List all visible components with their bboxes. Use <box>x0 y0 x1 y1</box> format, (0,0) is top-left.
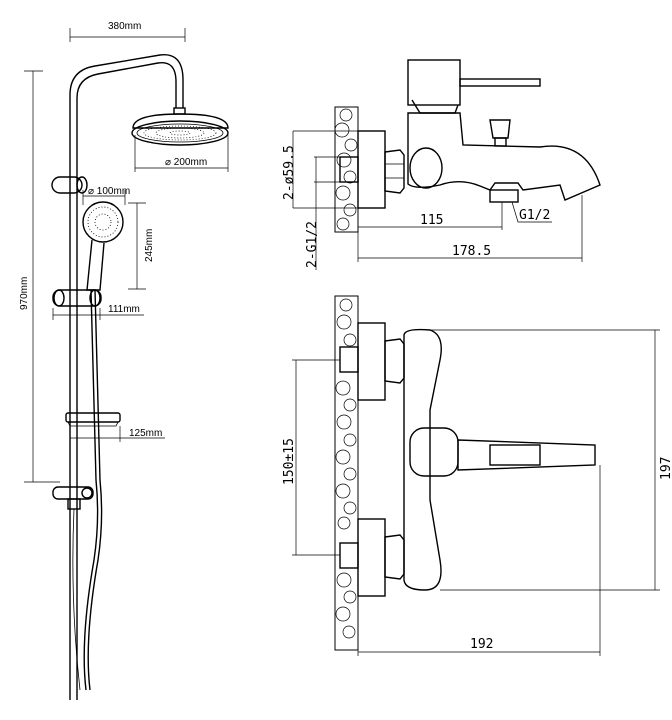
faucet-top-view: 150±15 197 192 <box>282 295 672 656</box>
hand-length-dimension: 245mm <box>128 202 155 290</box>
depth-dimension: 192 <box>357 465 601 656</box>
shower-hose <box>87 289 103 691</box>
inlet-label: 2-G1/2 <box>305 221 320 268</box>
flange-dimension: 2-ø59.5 <box>282 130 358 209</box>
diverter <box>52 486 94 510</box>
width-dimension: 380mm <box>69 21 186 42</box>
soap-dish-label: 125mm <box>129 428 162 439</box>
wall-section <box>334 295 359 651</box>
centers-label: 150±15 <box>282 438 297 485</box>
outlet-callout: G1/2 <box>511 201 552 223</box>
hand-shower <box>82 201 124 291</box>
hex-nut <box>384 149 405 194</box>
mixer-body <box>407 112 601 201</box>
shower-set-drawing: 380mm 970mm ⌀ 200mm <box>19 21 229 700</box>
inlet-dimension: 2-G1/2 <box>305 156 340 270</box>
rain-shower-head <box>131 113 229 146</box>
riser-pipe <box>69 54 184 700</box>
height-dimension-197: 197 <box>430 329 672 591</box>
centers-dimension: 150±15 <box>282 359 340 556</box>
upper-slider <box>51 176 88 194</box>
height-dimension: 970mm <box>19 70 60 483</box>
mixer-body-top <box>403 328 442 591</box>
faucet-side-view: 2-ø59.5 2-G1/2 115 178.5 G1/2 <box>282 59 601 270</box>
spout-length-dimension: 178.5 <box>358 195 583 262</box>
hand-length-label: 245mm <box>144 229 155 262</box>
outlet-distance-dimension: 115 <box>357 202 503 262</box>
depth-label: 192 <box>470 637 493 652</box>
width-label: 380mm <box>108 21 141 32</box>
hand-diameter-label: ⌀ 100mm <box>88 186 130 197</box>
flange-label: 2-ø59.5 <box>282 145 297 200</box>
slider-offset-label: 111mm <box>108 304 140 315</box>
spout-length-label: 178.5 <box>452 244 491 259</box>
handle-cap <box>409 427 459 477</box>
head-diameter-label: ⌀ 200mm <box>165 157 207 168</box>
hand-diameter-dimension: ⌀ 100mm <box>82 186 130 205</box>
diverter-knob <box>489 119 511 139</box>
mixer-handle <box>407 59 461 106</box>
soap-dish <box>65 412 121 427</box>
wall-section <box>334 106 359 233</box>
height-197-label: 197 <box>659 457 672 480</box>
outlet-distance-label: 115 <box>420 213 443 228</box>
head-diameter-dimension: ⌀ 200mm <box>134 135 229 172</box>
height-label: 970mm <box>19 277 30 310</box>
soap-dish-dimension: 125mm <box>70 426 165 442</box>
outlet-label: G1/2 <box>519 208 550 223</box>
slider-offset-dimension: 111mm <box>52 304 144 320</box>
